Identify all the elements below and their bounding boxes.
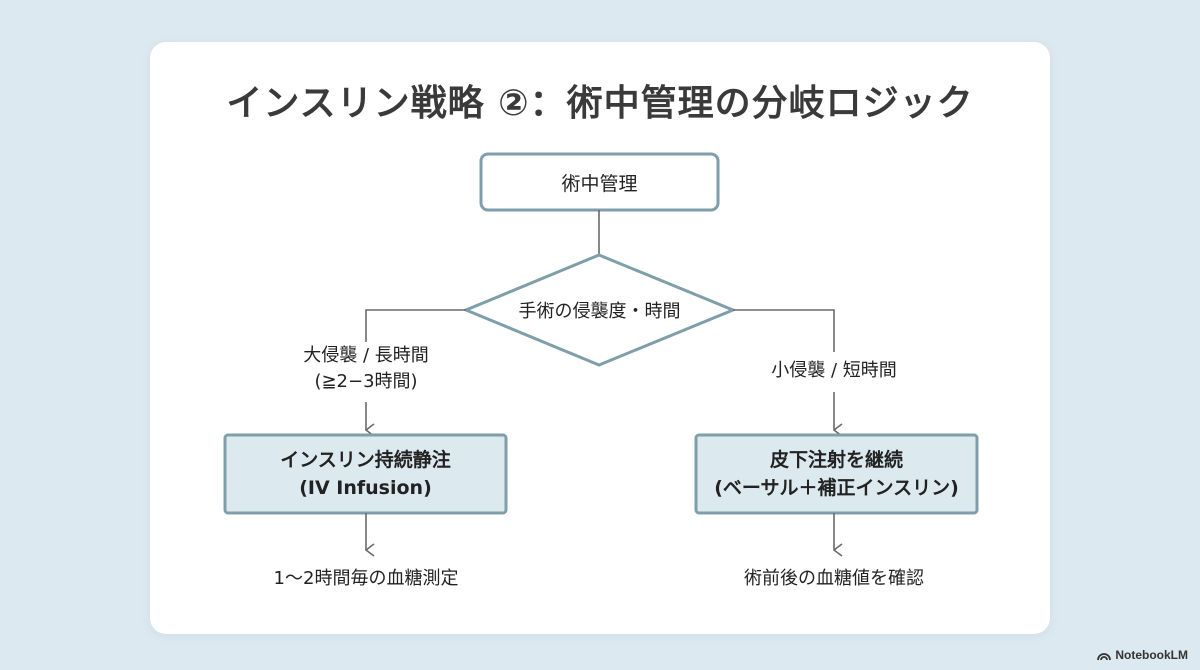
start-node-label: 術中管理 (561, 172, 638, 195)
notebooklm-logo-icon (1097, 652, 1112, 660)
slide-title: インスリン戦略 ②：術中管理の分岐ロジック (226, 83, 974, 124)
right-action-box (694, 433, 979, 515)
left-action-subtitle: (IV Infusion) (299, 477, 432, 499)
right-outcome-label: 術前後の血糖値を確認 (744, 568, 924, 589)
connector-left-branch (365, 309, 466, 342)
right-branch-label: 小侵襲 / 短時間 (771, 360, 897, 381)
left-branch-label: 大侵襲 / 長時間 (≧2−3時間) (256, 343, 476, 395)
right-action-title: 皮下注射を継続 (769, 449, 903, 471)
right-action-label: 皮下注射を継続 (ベーサル＋補正インスリン) (696, 435, 977, 513)
left-branch-duration: (≧2−3時間) (314, 371, 418, 392)
decision-node-label: 手術の侵襲度・時間 (518, 301, 681, 322)
brand-label: NotebookLM (1115, 648, 1188, 662)
decision-node-diamond (462, 253, 737, 367)
left-action-label: インスリン持続静注 (IV Infusion) (225, 435, 506, 513)
left-branch-condition: 大侵襲 / 長時間 (303, 345, 429, 366)
right-action-subtitle: (ベーサル＋補正インスリン) (714, 477, 959, 499)
left-action-title: インスリン持続静注 (280, 449, 451, 471)
brand-watermark: NotebookLM (1097, 648, 1188, 662)
left-outcome-label: 1〜2時間毎の血糖測定 (273, 568, 459, 589)
connector-right-branch (733, 309, 835, 352)
